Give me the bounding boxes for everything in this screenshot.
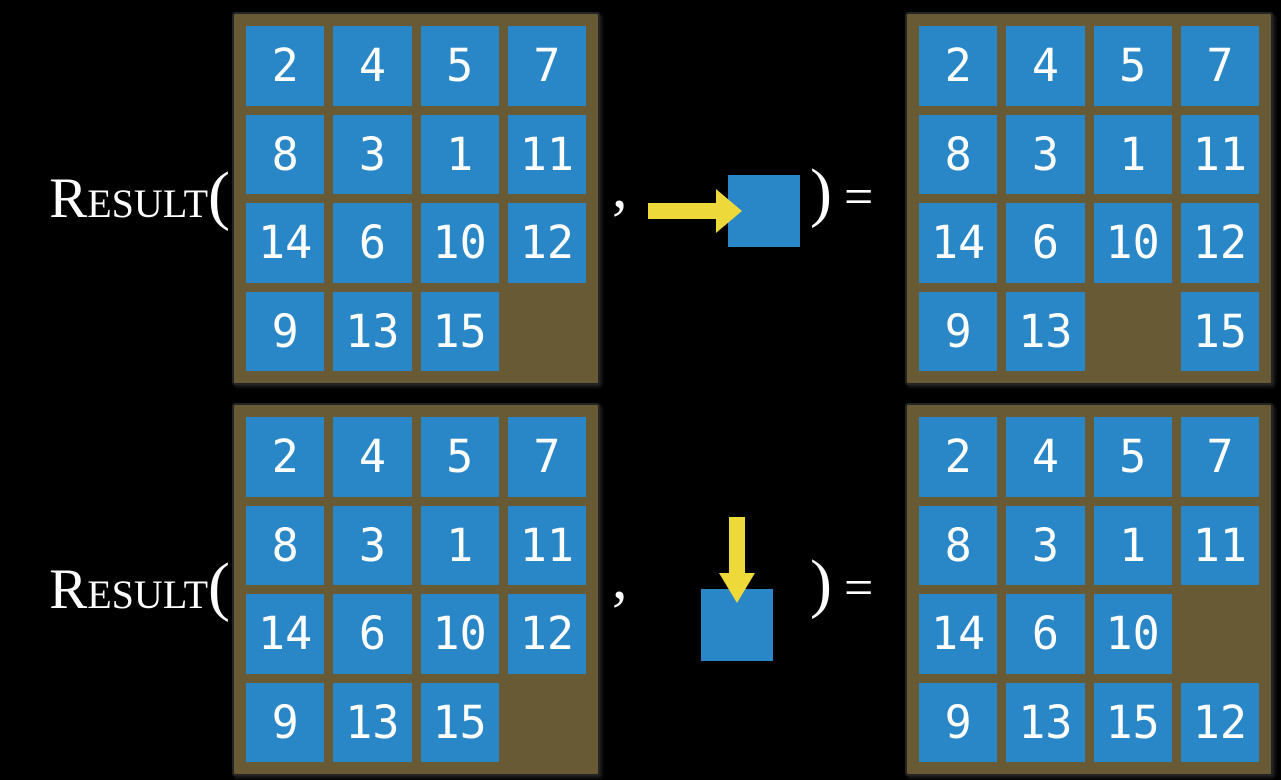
puzzle-tile-14: 14 [919, 203, 998, 283]
puzzle-tile-1: 1 [1093, 505, 1172, 585]
puzzle-tile-11: 11 [507, 505, 586, 585]
puzzle-tile-11: 11 [1180, 114, 1259, 194]
puzzle-tile-5: 5 [420, 26, 499, 106]
result-function-label: Result( [0, 163, 230, 229]
puzzle-tile-4: 4 [1006, 417, 1085, 497]
puzzle-tile-7: 7 [507, 417, 586, 497]
puzzle-tile-10: 10 [1093, 203, 1172, 283]
puzzle-tile-11: 11 [507, 114, 586, 194]
result-function-label: Result( [0, 554, 230, 620]
puzzle-tile-1: 1 [1093, 114, 1172, 194]
blank-space [1094, 292, 1172, 372]
puzzle-tile-5: 5 [1093, 417, 1172, 497]
puzzle-tile-7: 7 [507, 26, 586, 106]
equals-sign: = [843, 169, 874, 226]
function-name: Result [49, 167, 209, 230]
arrow-shaft [729, 517, 745, 575]
puzzle-tile-13: 13 [333, 291, 412, 371]
puzzle-tile-13: 13 [333, 682, 412, 762]
puzzle-tile-3: 3 [333, 114, 412, 194]
puzzle-tile-15: 15 [1093, 682, 1172, 762]
puzzle-tile-10: 10 [420, 594, 499, 674]
arrow-head [719, 573, 755, 603]
function-name: Result [49, 558, 209, 621]
close-paren: ) [810, 547, 832, 620]
puzzle-tile-12: 12 [1180, 682, 1259, 762]
puzzle-tile-15: 15 [420, 291, 499, 371]
puzzle-tile-9: 9 [919, 291, 998, 371]
puzzle-tile-9: 9 [919, 682, 998, 762]
blank-space [508, 292, 586, 372]
arrow-shaft [648, 203, 718, 219]
close-paren-equals: )= [810, 551, 873, 617]
puzzle-tile-7: 7 [1180, 417, 1259, 497]
puzzle-tile-2: 2 [919, 26, 998, 106]
puzzle-tile-6: 6 [333, 203, 412, 283]
puzzle-tile-8: 8 [246, 505, 325, 585]
puzzle-tile-6: 6 [1006, 594, 1085, 674]
right-arrow-icon [648, 175, 800, 247]
puzzle-tile-5: 5 [420, 417, 499, 497]
puzzle-tile-6: 6 [333, 594, 412, 674]
puzzle-tile-2: 2 [246, 26, 325, 106]
puzzle-tile-8: 8 [919, 505, 998, 585]
action-move-down [698, 514, 786, 664]
comma-separator: , [612, 544, 628, 612]
puzzle-tile-6: 6 [1006, 203, 1085, 283]
open-paren: ( [208, 159, 230, 232]
puzzle-tile-2: 2 [919, 417, 998, 497]
puzzle-tile-12: 12 [507, 203, 586, 283]
open-paren: ( [208, 550, 230, 623]
puzzle-tile-2: 2 [246, 417, 325, 497]
puzzle-tile-1: 1 [420, 114, 499, 194]
blank-space [1181, 594, 1259, 674]
puzzle-tile-15: 15 [1180, 291, 1259, 371]
puzzle-tile-3: 3 [1006, 114, 1085, 194]
puzzle-tile-4: 4 [333, 26, 412, 106]
puzzle-tile-12: 12 [1180, 203, 1259, 283]
puzzle-tile-8: 8 [919, 114, 998, 194]
puzzle-tile-15: 15 [420, 682, 499, 762]
puzzle-tile-13: 13 [1006, 291, 1085, 371]
puzzle-tile-5: 5 [1093, 26, 1172, 106]
puzzle-tile-14: 14 [246, 203, 325, 283]
puzzle-tile-7: 7 [1180, 26, 1259, 106]
puzzle-tile-10: 10 [420, 203, 499, 283]
down-arrow-icon [701, 517, 773, 661]
puzzle-tile-11: 11 [1180, 505, 1259, 585]
close-paren-equals: )= [810, 160, 873, 226]
comma-separator: , [612, 153, 628, 221]
puzzle-tile-14: 14 [246, 594, 325, 674]
puzzle-tile-13: 13 [1006, 682, 1085, 762]
puzzle-tile-1: 1 [420, 505, 499, 585]
puzzle-tile-4: 4 [1006, 26, 1085, 106]
equals-sign: = [843, 560, 874, 617]
puzzle-tile-10: 10 [1093, 594, 1172, 674]
puzzle-tile-8: 8 [246, 114, 325, 194]
puzzle-tile-9: 9 [246, 682, 325, 762]
puzzle-tile-3: 3 [333, 505, 412, 585]
arrow-head [716, 189, 742, 233]
puzzle-tile-12: 12 [507, 594, 586, 674]
close-paren: ) [810, 156, 832, 229]
puzzle-tile-4: 4 [333, 417, 412, 497]
action-move-right [645, 167, 803, 255]
blank-space [508, 683, 586, 763]
puzzle-tile-3: 3 [1006, 505, 1085, 585]
puzzle-tile-14: 14 [919, 594, 998, 674]
puzzle-tile-9: 9 [246, 291, 325, 371]
